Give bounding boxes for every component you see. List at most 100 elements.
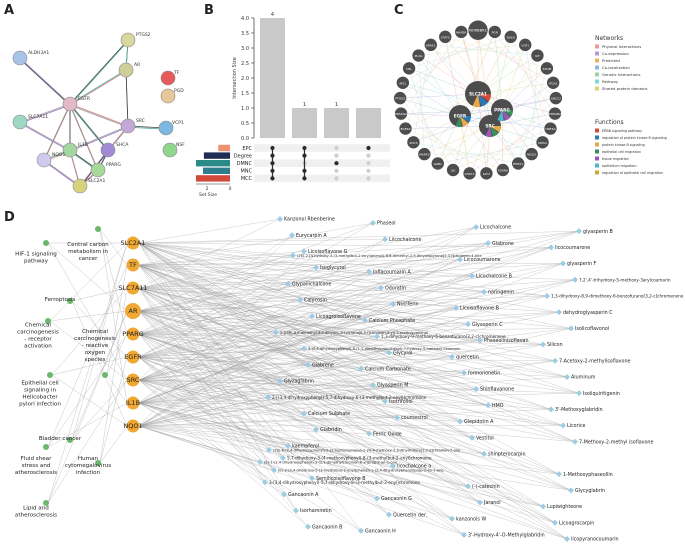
compound-target-edge xyxy=(138,356,556,523)
compound-target-edge xyxy=(138,425,485,455)
compound-target-edge xyxy=(138,242,556,523)
compound-target-edge xyxy=(138,279,576,427)
compound-target-edge xyxy=(138,259,461,358)
compound-label: 7-Acetoxy-2-methylisoflavone xyxy=(559,358,630,364)
ring-node-label: PLCG xyxy=(415,54,424,58)
legend-swatch xyxy=(595,72,599,77)
matrix-dot xyxy=(334,168,339,173)
target-label-pparg: PPARG xyxy=(122,330,143,338)
compound-target-edge xyxy=(138,243,489,427)
ring-node-label: MAP2K xyxy=(456,30,467,34)
compound-target-edge xyxy=(138,356,362,370)
compound-node xyxy=(378,284,384,291)
compound-target-edge xyxy=(138,264,572,491)
compound-target-edge xyxy=(138,287,386,402)
compound-target-edge xyxy=(138,356,576,442)
network-edge xyxy=(445,36,547,69)
compound-target-edge xyxy=(138,242,469,487)
node-label-pgd: PGD xyxy=(174,88,184,94)
network-edge xyxy=(477,30,491,127)
network-edge xyxy=(460,31,491,127)
compound-label: 7,2',4'-trihydroxy-5-methoxy-3arylcoumar… xyxy=(579,277,671,282)
ring-node-shca xyxy=(503,30,518,44)
compound-target-edge xyxy=(138,310,275,471)
pathway-node-epithelial-cell-signaling-in-helicobacte xyxy=(47,372,53,378)
center-node-label: SRC xyxy=(485,124,494,129)
compound-node xyxy=(540,341,546,348)
compound-target-edge xyxy=(138,316,313,381)
node-label-slc7a11: SLC7A11 xyxy=(28,114,48,120)
compound-target-edge xyxy=(138,333,453,519)
compound-node xyxy=(477,499,483,506)
compound-target-edge xyxy=(138,263,564,266)
legend-network-co-localization: Co-localization xyxy=(602,65,631,70)
compound-label: quercetin xyxy=(456,354,479,360)
pathway-target-edge xyxy=(47,264,128,448)
compound-node xyxy=(301,410,307,417)
compound-target-edge xyxy=(138,263,564,335)
compound-target-edge xyxy=(138,310,481,341)
compound-label: Gancaonin H xyxy=(365,528,396,534)
network-edge xyxy=(405,128,503,171)
compound-target-edge xyxy=(138,356,544,507)
compound-target-edge xyxy=(138,264,544,345)
node-il1b xyxy=(62,142,78,158)
compound-target-edge xyxy=(138,402,556,523)
compound-target-edge xyxy=(138,287,560,313)
compound-target-edge xyxy=(138,242,572,329)
node-label-shca: SHCA xyxy=(116,142,129,148)
compound-target-edge xyxy=(138,264,485,455)
compound-target-edge xyxy=(138,222,374,266)
compound-target-edge xyxy=(138,287,560,475)
compound-target-edge xyxy=(138,324,469,358)
compound-label: Kanzonol Rbenberine xyxy=(284,217,335,223)
pathway-node-lipid-and-atherosclerosis xyxy=(43,500,49,506)
compound-target-edge xyxy=(138,333,572,491)
ring-node-irs1 xyxy=(396,76,410,90)
compound-target-edge xyxy=(138,310,556,523)
compound-target-edge xyxy=(138,379,572,491)
network-edge xyxy=(69,103,99,171)
pathway-node-chemical-carcinogenesis-receptor-activat xyxy=(45,318,51,324)
y-axis-label: Intersection Size xyxy=(232,57,238,99)
compound-label: Glyasperin M xyxy=(377,383,408,389)
compound-node xyxy=(481,288,487,295)
function-slice xyxy=(478,94,491,102)
compound-label: Vestitol xyxy=(476,435,494,441)
compound-node xyxy=(366,430,372,437)
compound-node xyxy=(277,216,283,222)
compound-target-edge xyxy=(138,222,374,358)
legend-swatch xyxy=(595,149,599,154)
compound-target-edge xyxy=(138,402,481,503)
ring-node-ephx1 xyxy=(511,156,526,171)
compound-target-edge xyxy=(138,242,485,293)
compound-label: Inflacoumarin A xyxy=(373,269,412,275)
target-node-ar xyxy=(125,303,141,319)
legend-network-co-expression: Co-expression xyxy=(602,51,629,56)
center-node-label: SLC2A1 xyxy=(469,92,487,97)
compound-target-edge xyxy=(138,242,473,276)
compound-target-edge xyxy=(138,264,576,280)
ring-node-vcp1 xyxy=(518,38,533,52)
compound-node xyxy=(290,252,296,259)
compound-label: glyasperin B xyxy=(583,229,613,235)
compound-node xyxy=(301,248,307,255)
network-edge xyxy=(459,115,551,129)
compound-label: licopyranocoumarin xyxy=(571,537,619,543)
compound-node xyxy=(465,483,471,490)
compound-label: Glypallichalcone xyxy=(292,281,331,287)
network-edge xyxy=(477,30,557,99)
network-edge xyxy=(19,58,71,106)
compound-target-edge xyxy=(138,264,556,361)
ring-node-label: STAT5 xyxy=(441,35,450,39)
ring-node-label: NQO2 xyxy=(527,153,536,157)
network-edge xyxy=(453,128,551,171)
node-label-ptgs2: PTGS2 xyxy=(136,32,151,38)
pathway-target-edge xyxy=(51,374,128,427)
compound-node xyxy=(457,418,463,425)
compound-label: Ferric Oxide xyxy=(373,431,402,437)
